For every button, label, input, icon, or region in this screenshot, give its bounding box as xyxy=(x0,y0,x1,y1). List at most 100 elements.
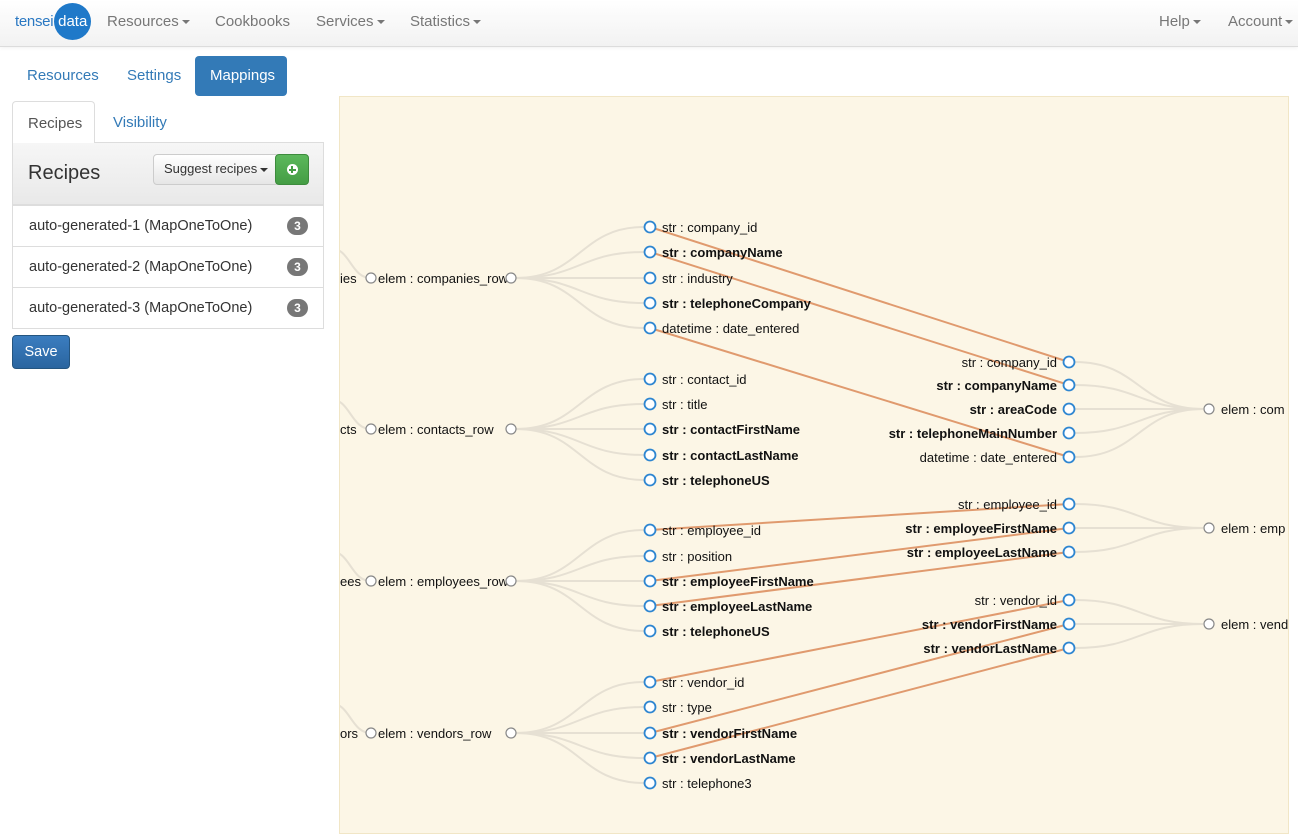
recipe-label: auto-generated-3 (MapOneToOne) xyxy=(29,300,253,316)
tree-link xyxy=(515,529,645,582)
field-node[interactable] xyxy=(643,372,657,386)
tree-node[interactable] xyxy=(1203,618,1215,630)
field-node[interactable] xyxy=(1062,521,1076,535)
field-node[interactable] xyxy=(643,321,657,335)
field-node[interactable] xyxy=(643,422,657,436)
recipe-label: auto-generated-2 (MapOneToOne) xyxy=(29,259,253,275)
field-node[interactable] xyxy=(1062,378,1076,392)
parent-label-fragment: ors xyxy=(340,726,359,741)
field-node[interactable] xyxy=(643,245,657,259)
suggest-recipes-button[interactable]: Suggest recipes xyxy=(153,154,280,185)
tree-node[interactable] xyxy=(1203,403,1215,415)
tab-resources[interactable]: Resources xyxy=(27,67,99,84)
add-recipe-button[interactable] xyxy=(275,154,309,185)
source-field-label: str : company_id xyxy=(662,220,757,235)
save-button[interactable]: Save xyxy=(12,335,70,369)
tree-link xyxy=(515,580,645,632)
tab-settings[interactable]: Settings xyxy=(127,67,182,84)
recipe-item[interactable]: auto-generated-3 (MapOneToOne) 3 xyxy=(13,287,323,328)
field-node[interactable] xyxy=(643,549,657,563)
field-node[interactable] xyxy=(643,624,657,638)
tree-node[interactable] xyxy=(365,423,377,435)
nav-cookbooks[interactable]: Cookbooks xyxy=(215,13,290,30)
field-node[interactable] xyxy=(643,751,657,765)
nav-help[interactable]: Help xyxy=(1159,13,1201,30)
tree-link xyxy=(1074,503,1204,529)
recipe-count-badge: 3 xyxy=(287,217,308,235)
caret-down-icon xyxy=(1192,20,1201,25)
field-node[interactable] xyxy=(643,523,657,537)
tab-visibility[interactable]: Visibility xyxy=(113,114,167,131)
mapping-line[interactable] xyxy=(649,647,1070,759)
tree-node[interactable] xyxy=(505,575,517,587)
field-node[interactable] xyxy=(643,473,657,487)
target-field-label: str : employeeLastName xyxy=(907,545,1057,560)
field-node[interactable] xyxy=(1062,355,1076,369)
field-node[interactable] xyxy=(643,448,657,462)
target-row-label: elem : vend xyxy=(1221,617,1288,632)
mapping-line[interactable] xyxy=(649,251,1070,386)
nav-resources[interactable]: Resources xyxy=(107,13,190,30)
tree-link xyxy=(515,706,645,734)
tree-link xyxy=(515,277,645,329)
caret-down-icon xyxy=(376,20,385,25)
tree-node[interactable] xyxy=(505,423,517,435)
field-node[interactable] xyxy=(643,397,657,411)
field-node[interactable] xyxy=(643,296,657,310)
nav-account[interactable]: Account xyxy=(1228,13,1294,30)
recipe-item[interactable]: auto-generated-2 (MapOneToOne) 3 xyxy=(13,246,323,287)
tab-recipes[interactable]: Recipes xyxy=(12,101,95,144)
source-field-label: str : employeeFirstName xyxy=(662,574,814,589)
caret-down-icon xyxy=(1285,20,1294,25)
field-node[interactable] xyxy=(643,599,657,613)
mapping-line[interactable] xyxy=(649,551,1070,607)
tree-link xyxy=(1074,384,1204,410)
field-node[interactable] xyxy=(1062,497,1076,511)
mapping-line[interactable] xyxy=(649,327,1070,458)
source-field-label: str : contact_id xyxy=(662,372,747,387)
field-node[interactable] xyxy=(1062,593,1076,607)
field-node[interactable] xyxy=(1062,450,1076,464)
brand-suffix: data xyxy=(54,2,92,40)
tree-node[interactable] xyxy=(365,727,377,739)
parent-label-fragment: cts xyxy=(340,422,357,437)
tree-link xyxy=(515,580,645,607)
field-node[interactable] xyxy=(1062,426,1076,440)
mapping-line[interactable] xyxy=(649,599,1070,683)
field-node[interactable] xyxy=(643,220,657,234)
tab-mappings[interactable]: Mappings xyxy=(195,56,287,96)
field-node[interactable] xyxy=(1062,402,1076,416)
field-node[interactable] xyxy=(643,726,657,740)
tree-link xyxy=(1074,408,1204,458)
source-field-label: str : title xyxy=(662,397,708,412)
mapping-line[interactable] xyxy=(649,623,1070,734)
recipe-item[interactable]: auto-generated-1 (MapOneToOne) 3 xyxy=(13,205,323,246)
field-node[interactable] xyxy=(643,776,657,790)
mapping-line[interactable] xyxy=(649,503,1070,531)
tab-divider xyxy=(12,142,324,143)
field-node[interactable] xyxy=(643,271,657,285)
field-node[interactable] xyxy=(1062,641,1076,655)
field-node[interactable] xyxy=(643,574,657,588)
target-field-label: str : vendor_id xyxy=(975,593,1057,608)
mapping-line[interactable] xyxy=(649,226,1070,363)
nav-statistics[interactable]: Statistics xyxy=(410,13,482,30)
field-node[interactable] xyxy=(643,675,657,689)
tree-link xyxy=(515,277,645,304)
tree-node[interactable] xyxy=(365,272,377,284)
tree-node[interactable] xyxy=(505,272,517,284)
caret-down-icon xyxy=(260,167,269,172)
field-node[interactable] xyxy=(643,700,657,714)
nav-services[interactable]: Services xyxy=(316,13,385,30)
tree-node[interactable] xyxy=(1203,522,1215,534)
tree-node[interactable] xyxy=(505,727,517,739)
tree-node[interactable] xyxy=(365,575,377,587)
field-node[interactable] xyxy=(1062,545,1076,559)
mapping-line[interactable] xyxy=(649,527,1070,582)
plus-circle-icon xyxy=(286,164,298,175)
brand-logo[interactable]: tensei data xyxy=(15,1,92,41)
field-node[interactable] xyxy=(1062,617,1076,631)
source-field-label: str : employeeLastName xyxy=(662,599,812,614)
